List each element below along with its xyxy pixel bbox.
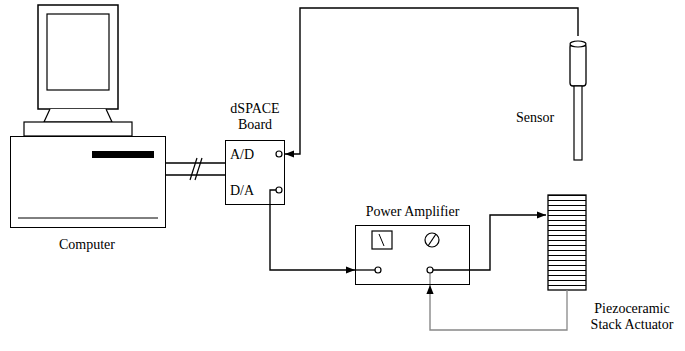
case-line [18,218,158,219]
node-label: Power Amplifier [366,204,460,220]
monitor-bezel [38,5,118,109]
board-box: dSPACE BoardA/DD/A [225,140,285,205]
actuator: Piezoceramic Stack Actuator [546,190,682,335]
wire [433,269,470,270]
node-label: dSPACE Board [223,101,287,133]
monitor-screen [47,14,109,90]
sensor-body [570,44,586,86]
node-label: Sensor [516,110,554,126]
computer-case: Computer [10,136,166,228]
sensor-cap [570,41,586,47]
monitor-base [24,122,132,136]
sensor-probe [574,86,582,160]
sensor: Sensor [512,36,596,164]
terminal [276,187,282,193]
connector [285,8,578,154]
meter-symbol [372,231,392,249]
amplifier-box: Power Amplifier [355,225,470,285]
knob-mark [428,234,436,246]
wire [355,269,375,270]
node-label: Piezoceramic Stack Actuator [586,301,678,333]
connector [166,163,225,175]
piezo-stack [548,195,586,290]
connector [470,215,546,270]
monitor-stand [44,109,112,122]
connector [270,205,355,270]
port-label: A/D [230,147,254,163]
wire [546,290,567,330]
drive-slot [92,151,154,158]
hatch-mark [195,158,202,180]
wire [270,190,276,205]
terminal [427,267,433,273]
connector [430,285,546,330]
knob-symbol [425,233,439,247]
wire [429,273,430,285]
node-label: Computer [59,237,115,253]
meter-needle [379,234,384,246]
terminal [276,151,282,157]
terminal [375,267,381,273]
port-label: D/A [230,183,254,199]
